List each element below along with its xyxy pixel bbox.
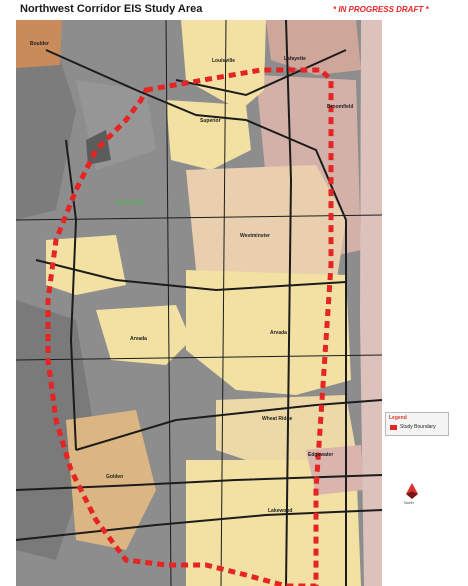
place-label: Golden	[106, 474, 124, 480]
map-title: Northwest Corridor EIS Study Area	[20, 3, 203, 15]
road-6th-ave	[16, 509, 382, 541]
highway-network	[16, 20, 382, 586]
place-label: Rocky Flats	[116, 200, 145, 206]
map-canvas	[16, 20, 382, 586]
golden-area	[66, 410, 156, 550]
east-edge-area	[360, 20, 382, 586]
draft-label: * IN PROGRESS DRAFT *	[333, 5, 429, 14]
arvada-west-area	[96, 305, 191, 365]
road-kipling	[220, 20, 227, 586]
place-label: Wheat Ridge	[262, 416, 293, 422]
boulder-area	[16, 20, 62, 68]
lafayette-area	[266, 20, 361, 75]
arvada-east-area	[186, 270, 351, 395]
road-64th-ave	[16, 354, 382, 361]
north-arrow-label: North	[404, 500, 414, 505]
legend-title: Legend	[389, 415, 407, 421]
road-hwy93	[65, 139, 78, 451]
north-arrow-icon	[406, 483, 418, 499]
terrain-dark-nw	[16, 40, 76, 220]
legend-box: Legend Study Boundary	[385, 412, 449, 436]
place-label: Edgewater	[308, 452, 334, 458]
place-label: Westminster	[240, 233, 270, 239]
road-us36-corridor	[45, 49, 347, 586]
road-i70-west	[16, 474, 382, 491]
road-northwest-parkway	[175, 49, 347, 97]
road-church-ranch	[35, 259, 347, 292]
side-panel	[382, 20, 468, 586]
place-label: Broomfield	[327, 104, 354, 110]
road-i76	[75, 399, 382, 451]
map-area[interactable]: Boulder Louisville Lafayette Superior Br…	[16, 20, 382, 586]
place-label: Boulder	[30, 41, 49, 47]
westminster-area	[186, 165, 346, 290]
legend-label-study-boundary: Study Boundary	[400, 424, 436, 430]
road-indiana	[165, 20, 172, 586]
minor-roads	[16, 20, 382, 586]
place-label: Louisville	[212, 58, 236, 64]
yellow-west-strip	[46, 235, 126, 295]
study-boundary-line	[45, 67, 334, 586]
place-label: Arvada	[130, 336, 147, 342]
place-label: Superior	[200, 118, 221, 124]
road-120th-ave	[16, 214, 382, 221]
louisville-area	[181, 20, 266, 110]
road-wadsworth	[285, 20, 293, 586]
place-label: Lakewood	[268, 508, 293, 514]
place-label: Lafayette	[284, 56, 306, 62]
place-label: Arvada	[270, 330, 287, 336]
legend-swatch-study-boundary	[390, 425, 397, 430]
